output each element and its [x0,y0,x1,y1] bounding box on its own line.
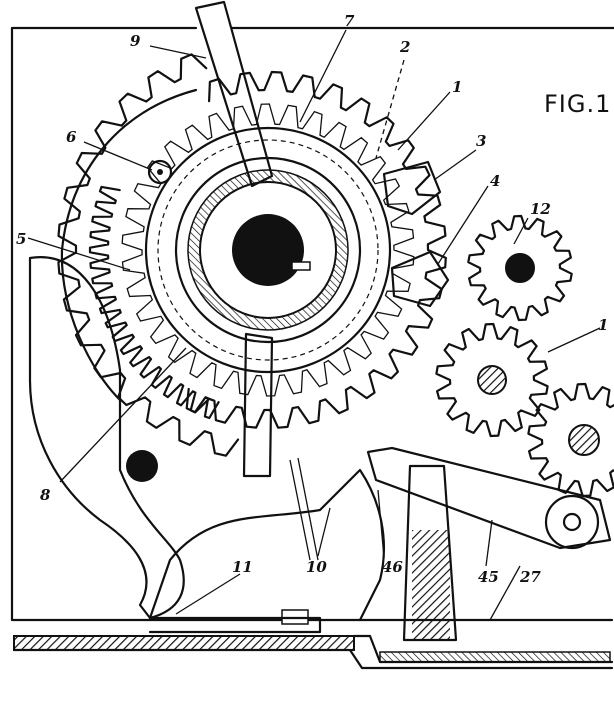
label-6: 6 [66,128,77,146]
lever-9 [194,0,274,188]
gear-12-teeth [467,214,573,322]
arm-roller [544,494,600,550]
ratchet-teeth [121,103,415,397]
label-10: 10 [306,558,327,576]
arm-roller-pin [562,512,582,532]
post-hatch [412,530,450,640]
sector-gear-teeth [57,53,240,457]
label-12: 12 [530,200,551,218]
ratchet-wheel [121,103,415,397]
pivot-stud [126,450,158,482]
upper-gear-teeth [185,70,447,429]
keyway [291,261,311,271]
gear-lower-hub [477,365,507,395]
figure-title: FIG.1 [544,90,611,118]
lower-gear-teeth [88,185,220,420]
base-strap [148,616,322,634]
lower-frame-plate [28,256,185,620]
sector-gear [57,53,240,457]
upright-post [402,464,458,642]
label-1: 1 [452,78,462,96]
frame-outline [10,26,614,622]
shaft [232,214,304,286]
lower-lever [242,332,274,478]
leader-lines [27,29,601,621]
label-5: 5 [16,230,26,248]
roller-6 [147,159,173,185]
inner-ring-outer [144,126,392,374]
label-3: 3 [476,132,486,150]
sector-arm-outer [60,88,198,402]
gear-far-teeth [527,382,614,498]
upper-gear-1 [88,70,447,429]
label-1-lower: 1 [598,316,608,334]
label-8: 8 [40,486,51,504]
label-4: 4 [490,172,500,190]
gear-far-hub [568,424,600,456]
pawl-3 [382,160,442,216]
roller-pin [157,169,163,175]
gear-far-right [527,382,614,498]
label-11: 11 [232,558,253,576]
label-2: 2 [399,38,410,56]
gear-12 [467,214,573,322]
rod-46 [289,457,319,561]
label-45: 45 [478,568,499,586]
gear-lower-1 [435,322,549,438]
bracket-10 [148,468,386,622]
base-plate [12,634,614,670]
label-27: 27 [519,568,541,586]
gear-lower-teeth [435,322,549,438]
label-46: 46 [382,558,403,576]
arm-45 [366,446,612,550]
label-7: 7 [344,12,355,30]
dashed-ring [157,139,379,361]
label-9: 9 [130,32,141,50]
pawl-4 [390,250,450,308]
gear-12-hub [505,253,535,283]
